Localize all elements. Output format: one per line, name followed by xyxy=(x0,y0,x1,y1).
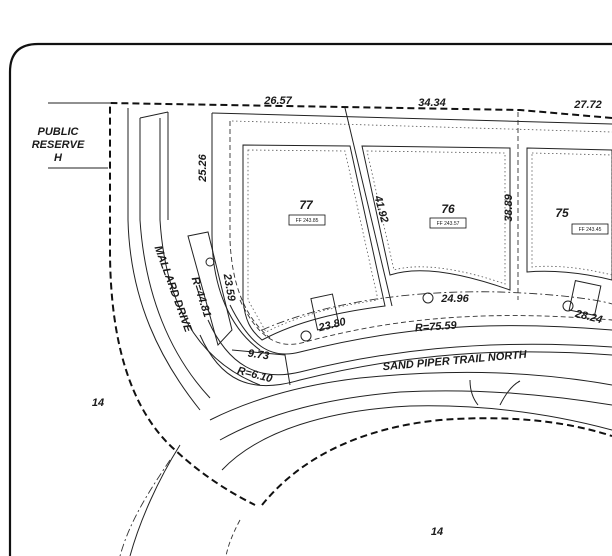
lot-line-77-76 xyxy=(344,107,393,307)
lot-77-inner xyxy=(247,149,379,333)
arc-marker-3 xyxy=(205,257,215,267)
lot-line-top xyxy=(211,112,612,125)
island-bump-2 xyxy=(499,380,521,406)
lot-76-inner xyxy=(366,150,506,285)
sand-piper-edge-2 xyxy=(207,319,612,376)
corner-line xyxy=(231,349,291,386)
west-property-line xyxy=(211,113,261,351)
subdivision-boundary xyxy=(109,101,612,506)
lot-77-ff: FF 243.85 xyxy=(296,218,319,224)
mallard-drive-label: MALLARD DRIVE xyxy=(152,244,195,334)
island-bump-1 xyxy=(469,379,479,406)
public-reserve-line1: PUBLIC xyxy=(38,126,80,138)
dim-lot76-front: 24.96 xyxy=(440,293,469,305)
arc-marker-4 xyxy=(562,300,574,312)
lot-75-ff-box xyxy=(571,223,609,235)
dim-lot75-front: 28.24 xyxy=(573,308,604,327)
west-parcel-curve-3 xyxy=(225,519,241,556)
lot-77-number: 77 xyxy=(299,198,314,212)
arc-marker-2 xyxy=(422,292,434,304)
dim-lot77-front: 23.80 xyxy=(316,316,347,335)
dim-lot77-76-side: 41.92 xyxy=(371,193,390,224)
lot-76-outline xyxy=(361,145,511,291)
dim-small-radius: R=6.10 xyxy=(236,365,274,386)
mallard-drive-edge-3 xyxy=(159,118,261,386)
driveway-75 xyxy=(568,280,602,316)
public-reserve-line2: RESERVE xyxy=(32,139,85,151)
parcel-south-label: 14 xyxy=(431,526,443,538)
lot-75-number: 75 xyxy=(555,206,569,220)
sand-piper-edge-6 xyxy=(219,390,612,441)
west-property-line-inner xyxy=(229,121,271,339)
lot-77-ff-box xyxy=(288,214,326,226)
lot-76-ff-box xyxy=(429,217,467,229)
inner-circle-dashed xyxy=(261,417,612,506)
page-frame xyxy=(8,42,612,556)
sand-piper-edge-4 xyxy=(239,299,612,345)
sand-piper-edge-3 xyxy=(229,304,612,355)
front-line-lot-row xyxy=(261,291,612,331)
curb-return xyxy=(187,231,233,346)
mallard-drive-row-line xyxy=(139,111,169,119)
lot-77-outline xyxy=(242,144,386,341)
lot-75-inner xyxy=(531,152,612,276)
dim-top-2: 34.34 xyxy=(418,97,446,109)
driveway-77 xyxy=(310,293,340,331)
dim-west-side: 25.26 xyxy=(197,153,209,182)
lot-76-number: 76 xyxy=(441,202,455,216)
lot-75-ff: FF 243.45 xyxy=(579,227,602,233)
mallard-drive-edge-2 xyxy=(139,118,211,399)
dim-top-1: 26.57 xyxy=(263,95,292,107)
dim-top-3: 27.72 xyxy=(573,99,602,111)
west-parcel-curve-2 xyxy=(129,444,181,556)
sand-piper-edge-5 xyxy=(209,371,612,421)
public-reserve-line3: H xyxy=(54,152,63,164)
lot-76-ff: FF 243.57 xyxy=(437,221,460,227)
west-parcel-curve-1 xyxy=(119,459,171,556)
arc-marker-1 xyxy=(300,330,312,342)
dim-small-arc: 9.73 xyxy=(247,348,270,363)
mallard-drive-edge-1 xyxy=(127,108,201,411)
dim-radius-corner: R=44.81 xyxy=(189,275,213,319)
dim-lot76-75-side: 38.89 xyxy=(503,193,515,221)
sand-piper-edge-1 xyxy=(199,334,612,387)
lot-75-outline xyxy=(526,147,612,281)
parcel-west-label: 14 xyxy=(92,397,104,409)
lot-line-top-dot xyxy=(231,120,612,133)
inner-circle-thin-1 xyxy=(221,405,612,471)
dim-radius-front: R=75.59 xyxy=(414,319,458,334)
dim-corner-arc: 23.59 xyxy=(220,272,237,303)
